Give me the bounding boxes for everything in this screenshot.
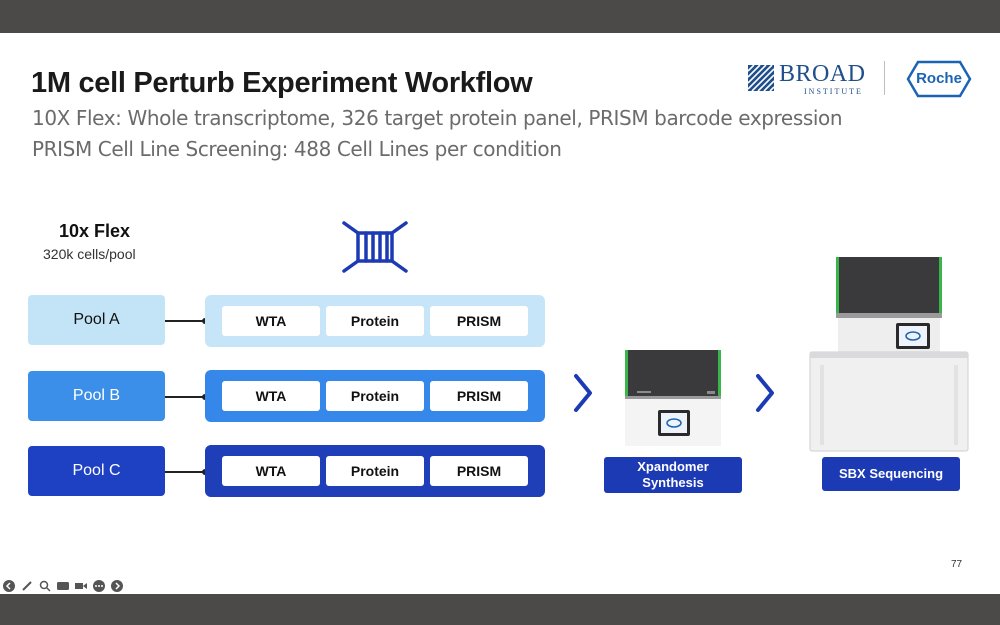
chevron-right-icon <box>574 374 592 412</box>
roche-hexagon-icon <box>906 60 972 98</box>
slide-title: 1M cell Perturb Experiment Workflow <box>31 67 533 99</box>
broad-institute-icon <box>748 65 774 91</box>
xpandomer-synthesis-label: Xpandomer Synthesis <box>604 457 742 493</box>
pen-icon[interactable] <box>20 579 34 593</box>
pool-c-prism-chip: PRISM <box>430 456 528 486</box>
broad-institute-logo: BROAD INSTITUTE <box>748 61 866 97</box>
pool-c-connector <box>165 469 208 475</box>
broad-logo-text: BROAD <box>779 61 866 87</box>
subtitle-line-2: PRISM Cell Line Screening: 488 Cell Line… <box>32 137 562 161</box>
broad-logo-subtext: INSTITUTE <box>804 87 863 96</box>
pool-b-box: Pool B <box>28 371 165 421</box>
xpandomer-synthesis-text: Xpandomer Synthesis <box>637 459 709 490</box>
pool-c-lane: WTA Protein PRISM <box>205 445 545 497</box>
flex-kit-icon <box>342 221 408 273</box>
flex-subtitle: 320k cells/pool <box>43 246 136 262</box>
pool-a-wta-chip: WTA <box>222 306 320 336</box>
prev-icon[interactable] <box>2 579 16 593</box>
video-icon[interactable] <box>74 579 88 593</box>
pool-a-lane: WTA Protein PRISM <box>205 295 545 347</box>
roche-logo-text: Roche <box>916 70 962 87</box>
subtitle-line-1: 10X Flex: Whole transcriptome, 326 targe… <box>32 106 843 130</box>
pool-b-lane: WTA Protein PRISM <box>205 370 545 422</box>
sequencer-instrument-icon <box>809 257 969 452</box>
more-icon[interactable] <box>92 579 106 593</box>
benchtop-instrument-icon <box>625 350 721 446</box>
next-icon[interactable] <box>110 579 124 593</box>
pool-a-prism-chip: PRISM <box>430 306 528 336</box>
flex-title: 10x Flex <box>59 221 131 241</box>
pool-c-box: Pool C <box>28 446 165 496</box>
sbx-sequencing-label: SBX Sequencing <box>822 457 960 491</box>
pool-b-wta-chip: WTA <box>222 381 320 411</box>
roche-logo: Roche <box>906 59 972 99</box>
sbx-sequencing-text: SBX Sequencing <box>838 466 944 481</box>
page-number: 77 <box>951 559 963 570</box>
pool-b-protein-chip: Protein <box>326 381 424 411</box>
zoom-icon[interactable] <box>38 579 52 593</box>
pool-a-connector <box>165 318 208 324</box>
presentation-toolbar <box>2 579 124 593</box>
pool-c-wta-chip: WTA <box>222 456 320 486</box>
pool-c-protein-chip: Protein <box>326 456 424 486</box>
pool-b-prism-chip: PRISM <box>430 381 528 411</box>
pool-a-protein-chip: Protein <box>326 306 424 336</box>
pool-b-connector <box>165 394 208 400</box>
slide: 1M cell Perturb Experiment Workflow 10X … <box>0 33 1000 594</box>
captions-icon[interactable] <box>56 579 70 593</box>
pool-a-box: Pool A <box>28 295 165 345</box>
chevron-right-icon <box>756 374 774 412</box>
logo-divider <box>884 61 885 95</box>
